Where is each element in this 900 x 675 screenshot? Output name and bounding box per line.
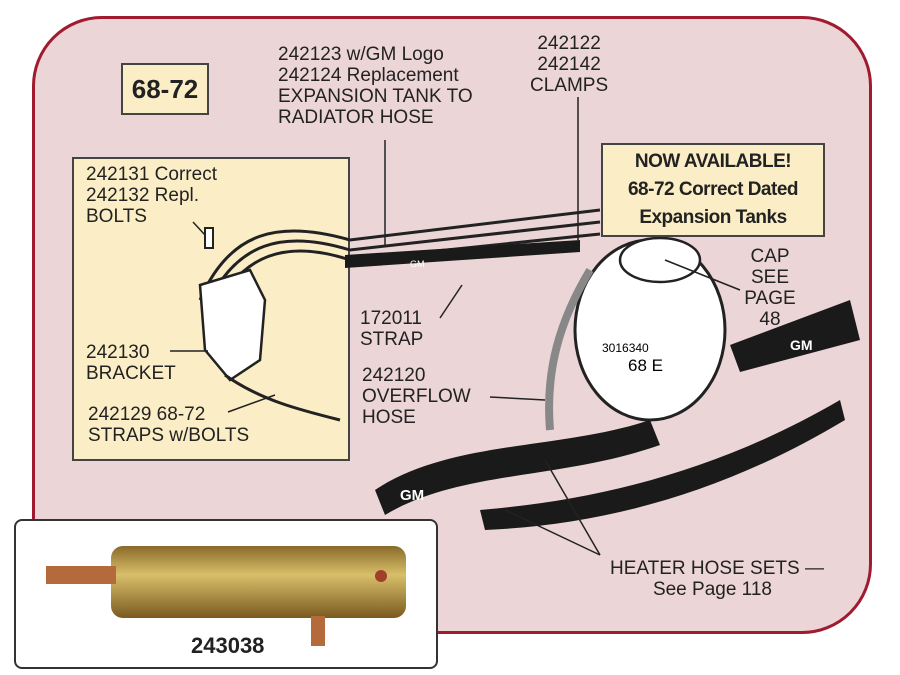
label-line: 242142 bbox=[537, 54, 601, 75]
label-line: STRAP bbox=[360, 329, 424, 350]
hose-gm-marking: GM bbox=[400, 487, 424, 504]
label-clamps: 242122 242142 CLAMPS bbox=[530, 33, 608, 96]
label-bracket: 242130 BRACKET bbox=[86, 342, 176, 384]
label-line: HEATER HOSE SETS — bbox=[610, 558, 824, 579]
label-line: 242132 Repl. bbox=[86, 185, 200, 206]
label-overflow-hose: 242120 OVERFLOW HOSE bbox=[362, 365, 471, 428]
label-line: 242120 bbox=[362, 365, 426, 386]
label-line: 242130 bbox=[86, 342, 150, 363]
label-line: 242122 bbox=[537, 33, 601, 54]
label-line: PAGE bbox=[744, 288, 796, 309]
label-line: CLAMPS bbox=[530, 75, 609, 96]
year-badge: 68-72 bbox=[121, 63, 209, 115]
tank-cap bbox=[618, 236, 702, 284]
heater-hose-upper-right bbox=[730, 300, 860, 372]
tank-part-number: 3016340 bbox=[602, 341, 649, 355]
hose-gm-marking: GM bbox=[790, 337, 813, 353]
now-available-callout: NOW AVAILABLE! 68-72 Correct Dated Expan… bbox=[601, 143, 825, 237]
label-line: See Page 118 bbox=[652, 579, 772, 600]
label-line: 242131 Correct bbox=[86, 164, 217, 185]
label-line: 242123 w/GM Logo bbox=[278, 44, 444, 65]
label-bolts: 242131 Correct 242132 Repl. BOLTS bbox=[86, 164, 217, 227]
label-radiator-hose: 242123 w/GM Logo 242124 Replacement EXPA… bbox=[278, 44, 473, 128]
radiator-hose bbox=[345, 240, 580, 268]
callout-line: NOW AVAILABLE! bbox=[634, 151, 792, 172]
label-line: RADIATOR HOSE bbox=[278, 107, 434, 128]
label-line: EXPANSION TANK TO bbox=[278, 86, 473, 107]
callout-line: Expansion Tanks bbox=[639, 207, 787, 228]
hose-gm-marking: GM bbox=[410, 259, 425, 269]
label-line: SEE bbox=[750, 267, 790, 288]
expansion-tank-photo: 243038 bbox=[14, 519, 438, 669]
label-cap: CAP SEE PAGE 48 bbox=[740, 246, 800, 330]
bolt bbox=[204, 227, 214, 249]
label-straps: 242129 68-72 STRAPS w/BOLTS bbox=[88, 404, 249, 446]
label-line: 172011 bbox=[360, 308, 422, 329]
label-line: BOLTS bbox=[86, 206, 147, 227]
label-line: OVERFLOW bbox=[362, 386, 471, 407]
brass-tank-image bbox=[46, 546, 406, 646]
label-line: STRAPS w/BOLTS bbox=[88, 425, 250, 446]
overflow-hose bbox=[545, 267, 594, 431]
photo-part-number: 243038 bbox=[191, 633, 265, 658]
label-line: CAP bbox=[750, 246, 790, 267]
label-line: BRACKET bbox=[86, 363, 176, 384]
label-line: 242124 Replacement bbox=[278, 65, 459, 86]
label-line: 48 bbox=[759, 309, 781, 330]
label-strap: 172011 STRAP bbox=[360, 308, 423, 350]
callout-line: 68-72 Correct Dated bbox=[627, 179, 799, 200]
tank-date-code: 68 E bbox=[628, 356, 663, 375]
label-line: HOSE bbox=[362, 407, 416, 428]
bracket bbox=[198, 268, 267, 382]
label-heater-hose: HEATER HOSE SETS — See Page 118 bbox=[610, 558, 824, 600]
heater-hose-left bbox=[375, 420, 660, 515]
heater-hose-lower bbox=[480, 400, 845, 530]
label-line: 242129 68-72 bbox=[88, 404, 206, 425]
year-badge-text: 68-72 bbox=[131, 73, 199, 104]
